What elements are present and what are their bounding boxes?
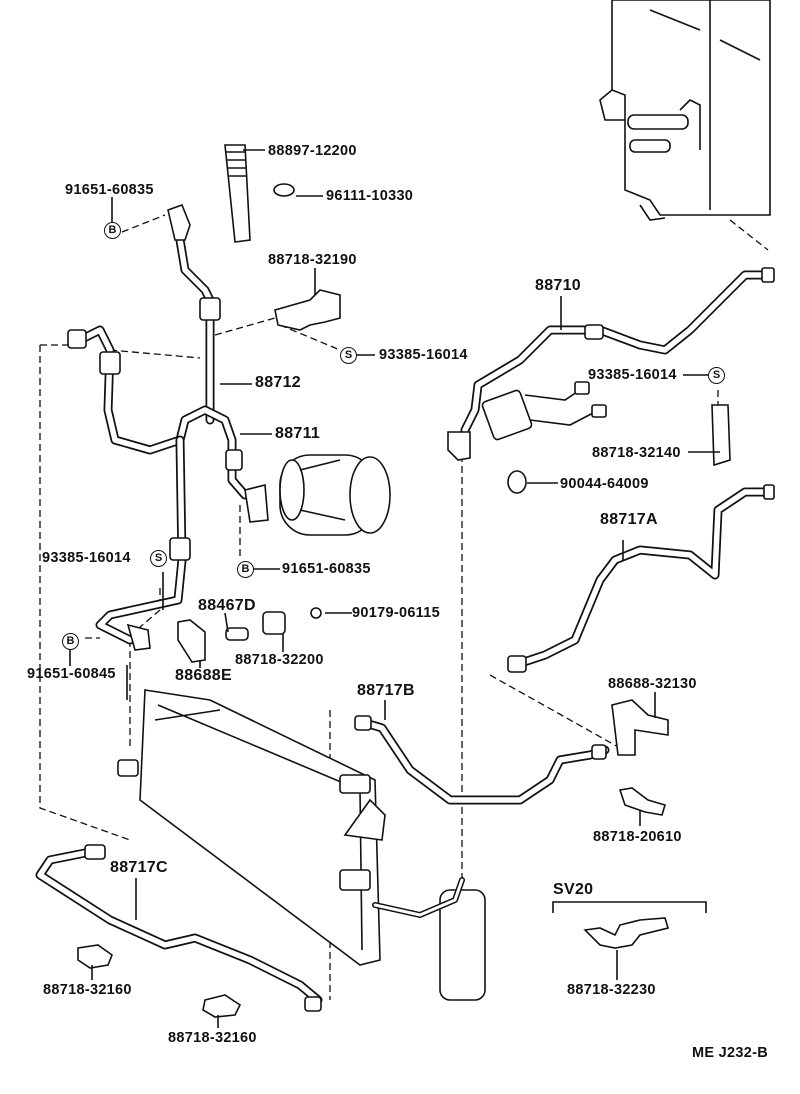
- bracket-top: [167, 203, 191, 241]
- label-96111-10330[interactable]: 96111-10330: [326, 188, 414, 204]
- label-88718-32200[interactable]: 88718-32200: [235, 652, 324, 668]
- label-93385-16014-mid[interactable]: 93385-16014: [379, 347, 468, 363]
- label-91651-60845[interactable]: 91651-60845: [27, 666, 116, 682]
- evaporator-unit: [599, 0, 771, 221]
- tube-88710: [447, 267, 775, 461]
- condenser: [117, 689, 386, 966]
- compressor: [244, 454, 391, 536]
- tube-88717B: [354, 715, 610, 805]
- bracket-88688-32130: [611, 699, 669, 756]
- label-88717C[interactable]: 88717C: [110, 859, 168, 876]
- band-90044: [507, 470, 527, 494]
- label-93385-16014-right[interactable]: 93385-16014: [588, 367, 677, 383]
- label-88718-32160-b[interactable]: 88718-32160: [168, 1030, 257, 1046]
- label-88718-32190[interactable]: 88718-32190: [268, 252, 357, 268]
- bolt-symbol-icon: B: [104, 222, 121, 239]
- sv20-bracket-line: [552, 901, 707, 913]
- label-88712[interactable]: 88712: [255, 374, 301, 391]
- diagram-code: ME J232-B: [692, 1045, 769, 1061]
- screw-symbol-icon: S: [708, 367, 725, 384]
- dash-evap: [729, 219, 769, 251]
- clamp-88718-32190: [274, 289, 341, 331]
- label-88688-32130[interactable]: 88688-32130: [608, 676, 697, 692]
- hose-assembly-88711: [67, 325, 250, 651]
- bolt-symbol-icon: B: [62, 633, 79, 650]
- label-88718-32160-a[interactable]: 88718-32160: [43, 982, 132, 998]
- label-88717A[interactable]: 88717A: [600, 511, 658, 528]
- bolt-symbol-icon: B: [237, 561, 254, 578]
- clamp-88718-32140: [711, 404, 731, 467]
- label-91651-60835-comp[interactable]: 91651-60835: [282, 561, 371, 577]
- clamp-88718-32160-b: [202, 994, 242, 1018]
- clamp-96111: [273, 183, 295, 197]
- label-88717B[interactable]: 88717B: [357, 682, 415, 699]
- label-90044-64009[interactable]: 90044-64009: [560, 476, 649, 492]
- clamp-88718-20610: [618, 787, 666, 816]
- label-90179-06115[interactable]: 90179-06115: [352, 605, 440, 621]
- screw-symbol-icon: S: [150, 550, 167, 567]
- dash-left-vertical: [39, 345, 131, 841]
- drain-hose-88897: [224, 144, 251, 243]
- label-88897-12200[interactable]: 88897-12200: [268, 143, 357, 159]
- bracket-88688E: [177, 619, 206, 663]
- hose-assembly-88712: [175, 235, 221, 425]
- label-88718-20610[interactable]: 88718-20610: [593, 829, 682, 845]
- label-93385-16014-left[interactable]: 93385-16014: [42, 550, 131, 566]
- clamp-88718-32160-a: [77, 944, 113, 969]
- clamp-88718-32230: [583, 917, 670, 949]
- screw-symbol-icon: S: [340, 347, 357, 364]
- tube-88717C: [35, 844, 323, 1012]
- receiver-drier: [372, 877, 486, 1001]
- label-88718-32140[interactable]: 88718-32140: [592, 445, 681, 461]
- bolt-90179: [310, 607, 322, 619]
- label-91651-60835-top[interactable]: 91651-60835: [65, 182, 154, 198]
- tube-88717A: [507, 484, 775, 673]
- label-88710[interactable]: 88710: [535, 277, 581, 294]
- label-88688E[interactable]: 88688E: [175, 667, 232, 684]
- switch-88467D: [225, 627, 249, 641]
- clamp-88718-32200: [262, 611, 286, 635]
- label-88711[interactable]: 88711: [275, 425, 321, 442]
- label-88467D[interactable]: 88467D: [198, 597, 256, 614]
- label-sv20: SV20: [553, 881, 594, 898]
- label-88718-32230[interactable]: 88718-32230: [567, 982, 656, 998]
